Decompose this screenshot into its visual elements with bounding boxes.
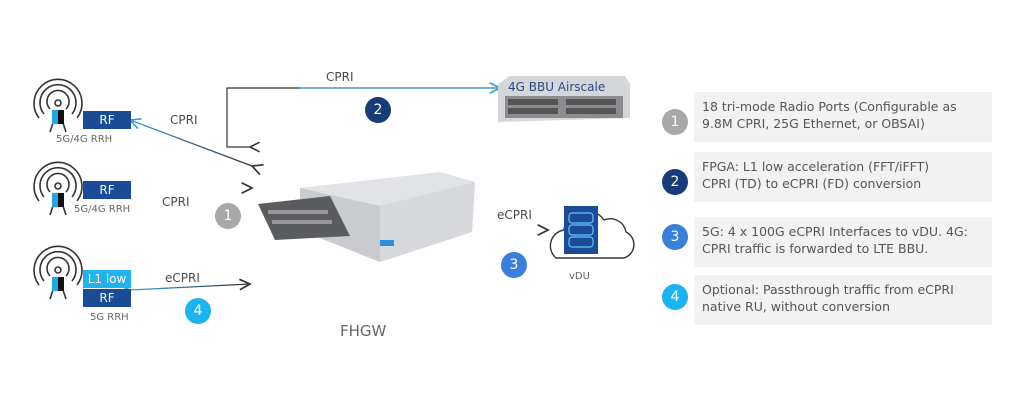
vdu-cloud-icon: [549, 206, 635, 259]
bbu-label: 4G BBU Airscale: [508, 80, 606, 94]
legend-4-line-1: Optional: Passthrough traffic from eCPRI: [702, 282, 954, 297]
legend-item-1: 18 tri-mode Radio Ports (Configurable as…: [694, 92, 992, 142]
fhgw-label: FHGW: [340, 322, 387, 340]
legend-badge-4: 4: [662, 284, 688, 310]
legend-2-line-1: FPGA: L1 low acceleration (FFT/iFFT): [702, 159, 930, 174]
legend-badge-2: 2: [662, 169, 688, 195]
legend-1-line-1: 18 tri-mode Radio Ports (Configurable as: [702, 99, 957, 114]
legend-4-line-2: native RU, without conversion: [702, 299, 890, 314]
label-cpri-rrh2: CPRI: [162, 195, 190, 209]
badge-1: 1: [215, 203, 241, 229]
rrh3-caption: 5G RRH: [90, 312, 129, 323]
bbu-device-icon: [498, 76, 630, 122]
rrh1-caption: 5G/4G RRH: [56, 134, 113, 145]
legend-item-2: FPGA: L1 low acceleration (FFT/iFFT) CPRI…: [694, 152, 992, 202]
vdu-label: vDU: [569, 271, 590, 282]
label-cpri-bbu: CPRI: [326, 70, 354, 84]
legend-2-line-2: CPRI (TD) to eCPRI (FD) conversion: [702, 176, 922, 191]
link-fhgw-bbu: [226, 87, 500, 147]
label-ecpri-rrh3: eCPRI: [165, 271, 200, 285]
label-cpri-rrh1: CPRI: [170, 113, 198, 127]
antenna-icon: [33, 78, 83, 133]
legend-badge-3: 3: [662, 224, 688, 250]
rrh2-rf-box: RF: [83, 181, 131, 199]
badge-3: 3: [501, 252, 527, 278]
legend-3-line-2: CPRI traffic is forwarded to LTE BBU.: [702, 241, 929, 256]
link-rrh1-fhgw: [130, 120, 252, 166]
legend-1-line-2: 9.8M CPRI, 25G Ethernet, or OBSAI): [702, 116, 925, 131]
label-ecpri-vdu: eCPRI: [497, 208, 532, 222]
rrh3-l1low-box: L1 low: [83, 270, 131, 288]
link-rrh3-fhgw: [130, 284, 250, 290]
rrh3-rf-box: RF: [83, 289, 131, 307]
badge-2: 2: [365, 97, 391, 123]
legend-3-line-1: 5G: 4 x 100G eCPRI Interfaces to vDU. 4G…: [702, 224, 968, 239]
badge-4: 4: [185, 298, 211, 324]
legend-item-4: Optional: Passthrough traffic from eCPRI…: [694, 275, 992, 325]
fhgw-device-icon: [258, 172, 475, 262]
legend-badge-1: 1: [662, 109, 688, 135]
antenna-icon: [33, 245, 83, 300]
legend-item-3: 5G: 4 x 100G eCPRI Interfaces to vDU. 4G…: [694, 217, 992, 267]
rrh1-rf-box: RF: [83, 111, 131, 129]
rrh2-caption: 5G/4G RRH: [74, 204, 131, 215]
